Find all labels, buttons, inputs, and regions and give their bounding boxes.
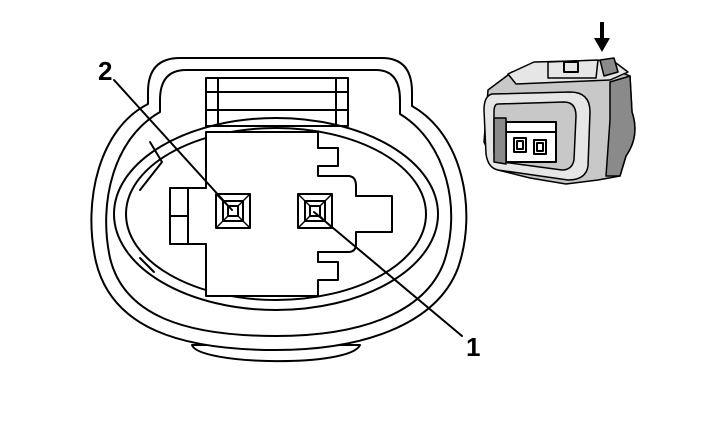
pin-2-leader-line [113, 79, 233, 211]
down-arrow-icon [594, 22, 610, 52]
connector-3d-view [483, 22, 636, 185]
cavity-outer-ring [113, 117, 439, 311]
pin-1-leader-line [313, 211, 463, 337]
terminal-insert [169, 131, 393, 297]
pin-1-cavity [297, 193, 333, 229]
connector-face-view: 2 1 [90, 56, 480, 363]
pin-2-label: 2 [98, 56, 112, 86]
pin-1-label: 1 [466, 332, 480, 362]
outer-shell-inner-line [105, 69, 453, 337]
cavity-inner-ring [125, 127, 427, 301]
